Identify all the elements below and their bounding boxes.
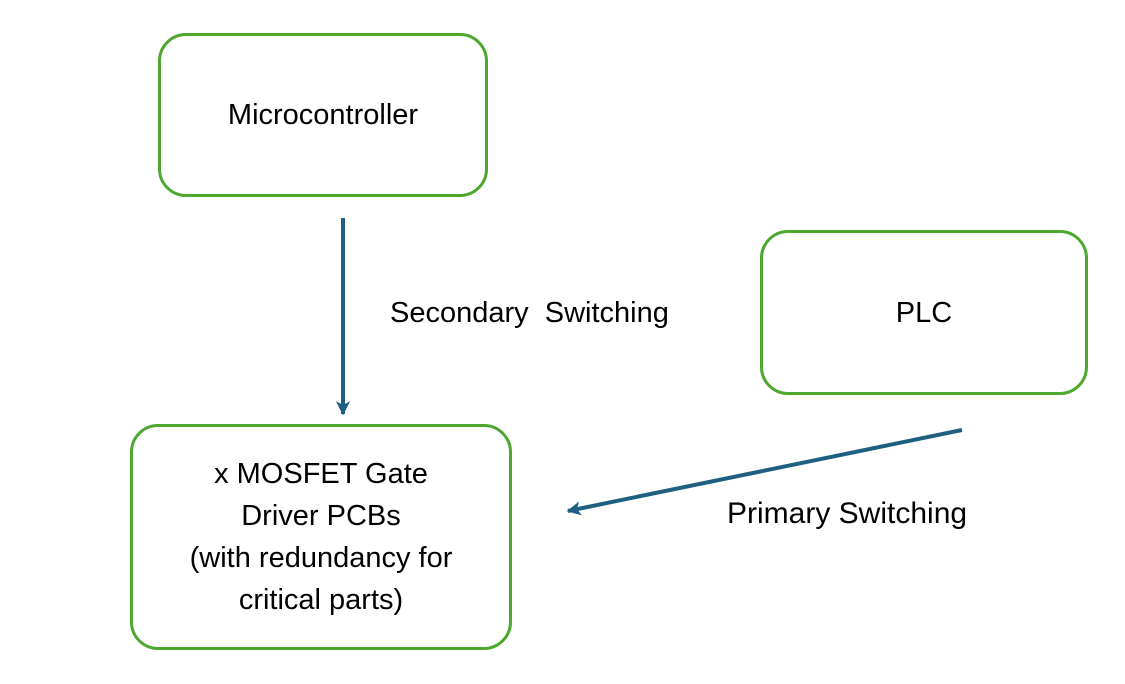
node-mosfet-label-line: (with redundancy for — [189, 542, 453, 574]
node-mosfet-label-line: Driver PCBs — [241, 500, 401, 532]
node-microcontroller-label: Microcontroller — [227, 99, 419, 131]
edge-primary-switching-arrow — [566, 428, 963, 516]
node-mosfet-gate-driver: x MOSFET Gate Driver PCBs (with redundan… — [130, 424, 512, 650]
edge-label-primary-switching: Primary Switching — [727, 497, 968, 530]
node-plc-label: PLC — [895, 296, 953, 329]
node-mosfet-label-line: critical parts) — [238, 584, 404, 616]
node-plc: PLC — [760, 230, 1088, 395]
node-mosfet-label-line: x MOSFET Gate — [214, 458, 428, 490]
edge-label-secondary-switching: Secondary Switching — [390, 297, 669, 329]
node-microcontroller: Microcontroller — [158, 33, 488, 197]
